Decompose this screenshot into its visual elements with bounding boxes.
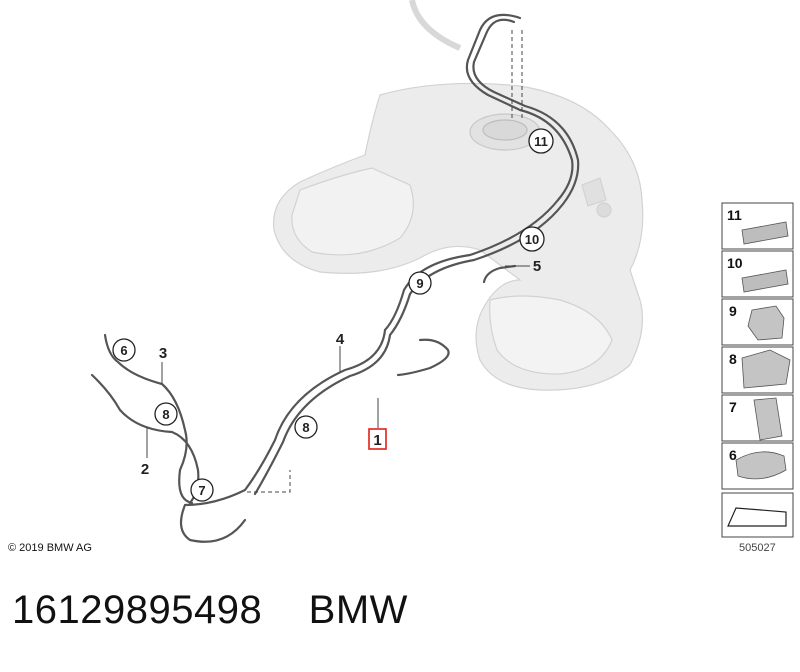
svg-text:11: 11 xyxy=(534,134,548,149)
next-page-arrow-box[interactable] xyxy=(721,492,794,538)
callout-7[interactable]: 7 xyxy=(190,478,214,502)
filler-neck xyxy=(409,0,462,51)
panel-item-11[interactable]: 11 xyxy=(721,202,794,250)
assembly-guides xyxy=(247,30,523,493)
leader-lines xyxy=(146,265,530,458)
svg-text:6: 6 xyxy=(729,447,737,463)
clip-icon xyxy=(741,349,791,389)
clip-icon xyxy=(741,221,789,245)
panel-item-6[interactable]: 6 xyxy=(721,442,794,490)
callout-6[interactable]: 6 xyxy=(112,338,136,362)
panel-item-7[interactable]: 7 xyxy=(721,394,794,442)
callout-4[interactable]: 4 xyxy=(336,331,345,348)
clip-icon xyxy=(753,397,783,441)
svg-text:7: 7 xyxy=(198,483,205,498)
svg-text:8: 8 xyxy=(302,420,309,435)
svg-text:8: 8 xyxy=(162,407,169,422)
part-number-line: 16129895498 BMW xyxy=(12,588,408,633)
svg-text:10: 10 xyxy=(727,255,743,271)
svg-text:8: 8 xyxy=(729,351,737,367)
callout-3[interactable]: 3 xyxy=(159,345,167,362)
clip-icon xyxy=(741,269,789,293)
callout-8-left[interactable]: 8 xyxy=(154,402,178,426)
panel-item-9[interactable]: 9 xyxy=(721,298,794,346)
panel-item-10[interactable]: 10 xyxy=(721,250,794,298)
part-number: 16129895498 xyxy=(12,588,263,632)
diagram-id: 505027 xyxy=(739,542,776,554)
svg-text:6: 6 xyxy=(120,343,127,358)
callout-8-center[interactable]: 8 xyxy=(294,415,318,439)
clip-icon xyxy=(747,305,785,341)
callout-5[interactable]: 5 xyxy=(533,258,541,275)
callout-11[interactable]: 11 xyxy=(528,128,554,154)
svg-text:9: 9 xyxy=(416,276,423,291)
svg-text:11: 11 xyxy=(727,207,742,223)
side-parts-panel: 11 10 9 8 7 6 xyxy=(721,202,794,538)
fuel-lines xyxy=(90,13,580,543)
brand-name: BMW xyxy=(308,588,408,632)
svg-text:9: 9 xyxy=(729,303,737,319)
callout-9[interactable]: 9 xyxy=(408,271,432,295)
copyright-notice: © 2019 BMW AG xyxy=(8,542,92,554)
panel-item-8[interactable]: 8 xyxy=(721,346,794,394)
callout-2[interactable]: 2 xyxy=(141,461,149,478)
fuel-tank-illustration xyxy=(272,82,644,391)
svg-text:1: 1 xyxy=(373,432,381,449)
clip-icon xyxy=(735,451,787,480)
callout-1-highlighted[interactable]: 1 xyxy=(368,428,387,450)
callout-10[interactable]: 10 xyxy=(519,226,545,252)
svg-text:10: 10 xyxy=(525,232,539,247)
arrow-icon xyxy=(727,507,787,527)
svg-text:7: 7 xyxy=(729,399,737,415)
